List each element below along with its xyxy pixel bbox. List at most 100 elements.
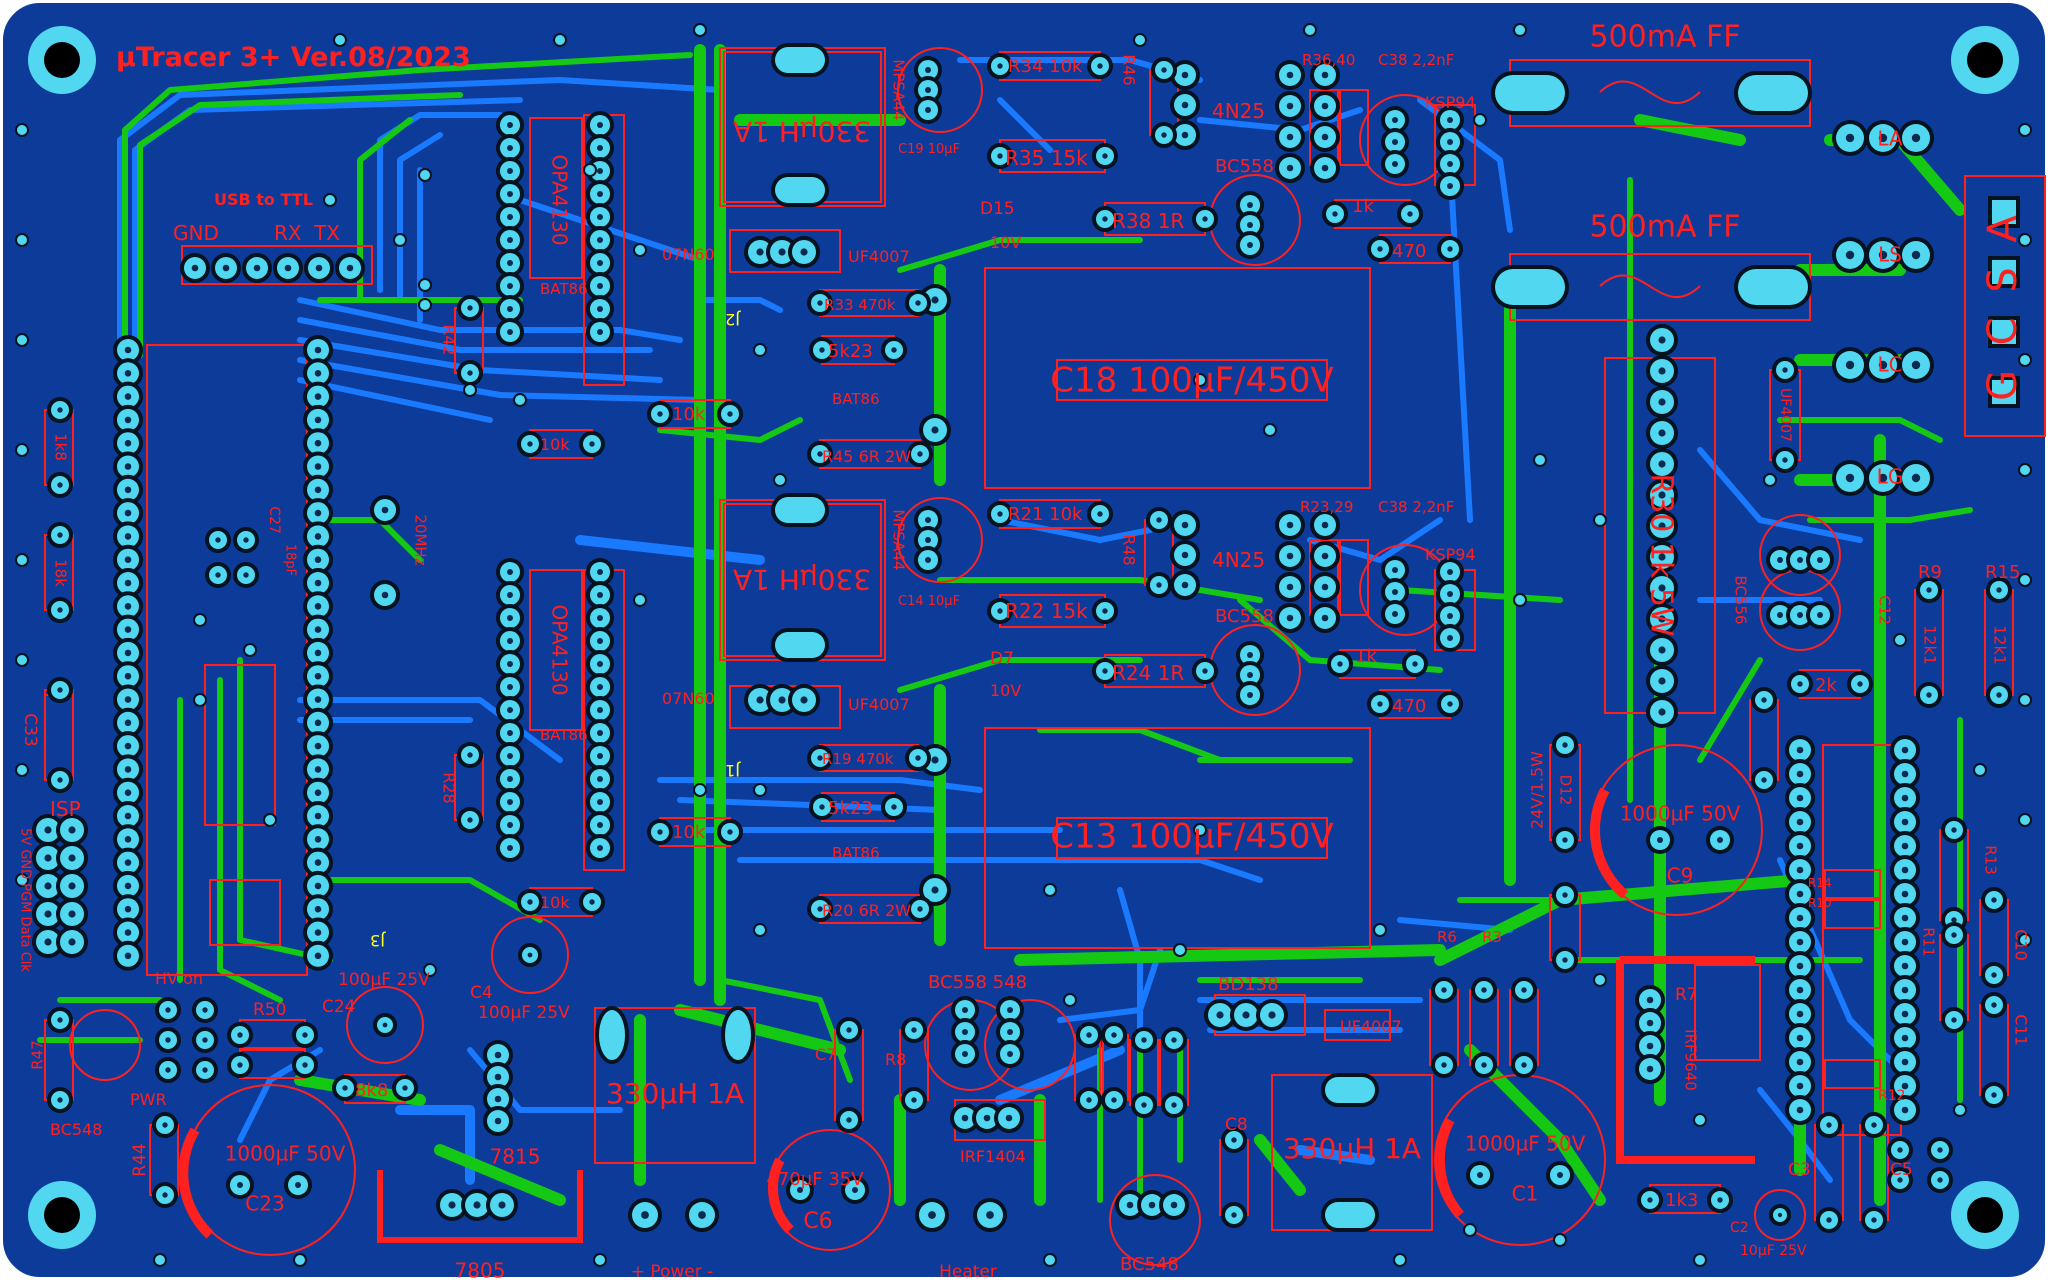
via <box>773 473 787 487</box>
c1-name: C1 <box>1512 1182 1539 1206</box>
pad-hole <box>381 506 389 514</box>
pad-hole <box>1111 1097 1117 1103</box>
pad-hole <box>1717 837 1723 843</box>
pad-hole <box>1286 552 1294 560</box>
pad-hole <box>925 557 931 563</box>
pad-hole <box>1796 866 1804 874</box>
pad-hole <box>314 929 322 936</box>
pad-hole <box>1161 132 1167 138</box>
pad-hole <box>1447 139 1453 145</box>
pad-hole <box>1086 1097 1092 1103</box>
pad-hole <box>57 1017 63 1023</box>
pad-hole <box>1521 1062 1527 1068</box>
via <box>2018 353 2032 367</box>
pad-hole <box>124 486 132 494</box>
via <box>15 233 29 247</box>
d12-value: 24V/1.5W <box>1528 751 1547 829</box>
via <box>583 163 597 177</box>
pad-hole <box>1991 1092 1997 1098</box>
pad-hole <box>68 882 76 890</box>
pad-hole <box>215 572 221 578</box>
irf9640-label: IRF9640 <box>1682 1029 1700 1091</box>
pad-hole <box>928 1211 936 1219</box>
pad-hole <box>1126 1201 1134 1209</box>
pad-hole <box>925 67 931 73</box>
pad-hole <box>1181 131 1189 139</box>
pad <box>775 177 825 203</box>
pad <box>1325 1077 1375 1103</box>
pad-hole <box>507 122 513 128</box>
pad-hole <box>1817 612 1823 618</box>
pad-hole <box>778 696 786 704</box>
c9-name: C9 <box>1667 864 1694 888</box>
via <box>15 873 29 887</box>
pad-hole <box>1901 842 1909 850</box>
pad-hole <box>314 766 322 773</box>
via <box>753 343 767 357</box>
pad-hole <box>57 1097 63 1103</box>
pad-hole <box>1658 646 1666 654</box>
pad <box>725 1010 751 1060</box>
pad-hole <box>1286 164 1294 172</box>
inductor-label-3: 330µH 1A <box>606 1077 744 1110</box>
via <box>693 23 707 37</box>
r22-label: R22 15k <box>1005 599 1088 623</box>
pad-hole <box>314 882 322 890</box>
c4-name: C4 <box>470 983 493 1003</box>
pad-hole <box>1202 668 1208 674</box>
pad-hole <box>124 533 132 540</box>
pad-hole <box>997 63 1003 69</box>
pad-hole <box>1321 71 1329 79</box>
pad-hole <box>911 1027 917 1033</box>
tx-label: TX <box>313 221 340 245</box>
pad-hole <box>1777 557 1783 563</box>
pad-hole <box>124 929 132 936</box>
via <box>15 123 29 137</box>
pad-hole <box>494 1051 502 1059</box>
pad-hole <box>1796 938 1804 946</box>
pad-hole <box>1878 360 1888 370</box>
ksp94-a-label: KSP94 <box>1425 93 1476 112</box>
r9-value: 12k1 <box>1921 625 1940 665</box>
pad-hole <box>597 260 603 266</box>
pad-hole <box>1181 521 1189 529</box>
pad-hole <box>124 603 132 610</box>
c14-label: C14 10µF <box>898 594 960 609</box>
mounting-hole-bl <box>28 1181 96 1249</box>
pad-hole <box>124 952 132 960</box>
cap-18pf-label: 18pF <box>283 544 298 576</box>
r20-label: R20 6R 2W <box>822 901 911 920</box>
pad-hole <box>931 426 939 434</box>
pad-hole <box>202 1037 208 1043</box>
pad-hole <box>314 672 322 680</box>
via <box>243 643 257 657</box>
pad-hole <box>314 486 322 494</box>
c6-value: 470µF 35V <box>766 1169 864 1190</box>
r21-label: R21 10k <box>1008 504 1083 525</box>
pad-hole <box>342 1085 348 1091</box>
pad-hole <box>124 766 132 773</box>
pad-hole <box>727 829 733 835</box>
pad-hole <box>314 556 322 563</box>
c1-value: 1000µF 50V <box>1465 1132 1586 1156</box>
pad-hole <box>727 411 733 417</box>
r14-label: R14 <box>1808 876 1832 890</box>
pad-hole <box>1937 1147 1943 1153</box>
via <box>1693 1113 1707 1127</box>
r33-label: R33 470k <box>824 296 896 314</box>
pad-hole <box>382 1022 388 1028</box>
pad-hole <box>57 532 63 538</box>
r45-label: R45 6R 2W <box>822 447 911 466</box>
pad-hole <box>1102 608 1108 614</box>
c9-value: 1000µF 50V <box>1620 802 1741 826</box>
pad-hole <box>925 517 931 523</box>
mosfet-label-a: 07N60 <box>662 245 715 264</box>
c5-label: C5 <box>1890 1160 1913 1180</box>
pad-hole <box>925 537 931 543</box>
pad-hole <box>1337 661 1343 667</box>
pad-hole <box>314 370 322 377</box>
pad-hole <box>1901 962 1909 970</box>
pad-hole <box>381 591 389 599</box>
r13-label: R13 <box>1982 845 2000 875</box>
pad-hole <box>44 910 52 918</box>
